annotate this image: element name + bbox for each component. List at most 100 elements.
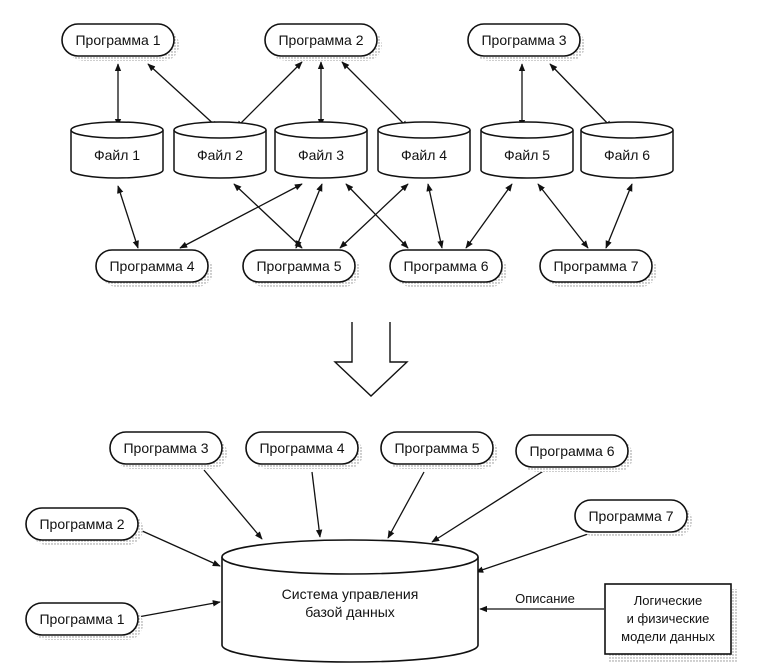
dbms-label-line1: Система управления [282,586,419,602]
link-f4-p6 [426,183,444,249]
program-label: Программа 7 [588,508,673,524]
program-pill [574,499,688,533]
file-label: Файл 5 [504,147,550,163]
program-label: Программа 5 [394,440,479,456]
file-top [580,121,674,139]
link-p2-f2 [235,61,303,129]
link-b3-dbms [203,469,263,540]
file-label: Файл 2 [197,147,243,163]
link-f6-p7 [605,183,633,249]
top-program-p6: Программа 6 [389,249,507,287]
program-label: Программа 5 [256,258,341,274]
program-label: Программа 2 [278,32,363,48]
description-arrow: Описание [479,591,604,613]
link-b1-dbms [137,600,221,618]
file-top [70,121,164,139]
file-top [274,121,368,139]
dbms-cylinder: Система управления базой данных [221,539,479,663]
models-label-line3: модели данных [621,629,715,644]
program-pill [25,602,139,636]
data-models-box: Логические и физические модели данных [604,583,737,663]
bottom-nodes: Программа 1 Программа 2 Программа 3 Програм… [25,431,692,640]
link-b5-dbms [387,471,425,539]
file-top [173,121,267,139]
program-label: Программа 3 [123,440,208,456]
file-top [377,121,471,139]
top-nodes: Файл 1 Файл 2 Файл 3 Файл 4 Файл 5 Файл 6 Прог… [61,23,674,287]
file-body [580,130,674,179]
link-p2-f4 [341,61,409,129]
models-label-line1: Логические [634,593,702,608]
link-f2-p5 [233,183,303,249]
bottom-program-b4: Программа 4 [245,431,363,469]
link-f3-p4 [179,183,303,249]
models-label-line2: и физические [627,611,710,626]
file-label: Файл 6 [604,147,650,163]
file-body [274,130,368,179]
program-pill [380,431,494,465]
link-f5-p6 [465,183,513,249]
program-pill [61,23,175,57]
bottom-program-b6: Программа 6 [515,434,633,472]
program-pill [25,507,139,541]
program-pill [242,249,356,283]
top-program-p5: Программа 5 [242,249,360,287]
program-label: Программа 4 [109,258,194,274]
program-pill [95,249,209,283]
top-connections [114,61,633,249]
top-program-p2: Программа 2 [264,23,382,61]
program-label: Программа 1 [75,32,160,48]
top-program-p3: Программа 3 [467,23,585,61]
file-f1: Файл 1 [70,121,164,179]
file-body [173,130,267,179]
program-pill [539,249,653,283]
program-label: Программа 6 [529,443,614,459]
link-p3-f6 [549,63,613,129]
link-f5-p7 [537,183,589,249]
program-pill [467,23,581,57]
file-label: Файл 4 [401,147,447,163]
top-program-p7: Программа 7 [539,249,657,287]
bottom-connections [137,469,589,618]
file-top [480,121,574,139]
file-label: Файл 1 [94,147,140,163]
program-label: Программа 1 [39,611,124,627]
bottom-program-b5: Программа 5 [380,431,498,469]
file-label: Файл 3 [298,147,344,163]
program-pill [245,431,359,465]
link-f3-p6 [345,183,409,249]
file-f4: Файл 4 [377,121,471,179]
program-pill [515,434,629,468]
file-f5: Файл 5 [480,121,574,179]
transition-arrow [333,322,409,397]
link-b7-dbms [475,533,589,573]
file-f3: Файл 3 [274,121,368,179]
file-body [70,130,164,179]
program-pill [264,23,378,57]
link-b2-dbms [139,529,221,567]
link-b4-dbms [311,471,323,538]
link-p1-f2 [147,63,219,129]
dbms-label-line2: базой данных [305,604,395,620]
program-label: Программа 4 [259,440,344,456]
program-label: Программа 7 [553,258,638,274]
top-program-p1: Программа 1 [61,23,179,61]
link-b6-dbms [431,469,546,543]
file-f6: Файл 6 [580,121,674,179]
bottom-program-b2: Программа 2 [25,507,143,545]
bottom-program-b7: Программа 7 [574,499,692,537]
file-body [480,130,574,179]
top-program-p4: Программа 4 [95,249,213,287]
file-f2: Файл 2 [173,121,267,179]
program-label: Программа 2 [39,516,124,532]
link-f1-p4 [117,185,139,249]
bottom-program-b3: Программа 3 [109,431,227,469]
program-pill [389,249,503,283]
program-label: Программа 3 [481,32,566,48]
bottom-program-b1: Программа 1 [25,602,143,640]
program-pill [109,431,223,465]
program-label: Программа 6 [403,258,488,274]
description-label: Описание [515,591,575,606]
link-f3-p5 [295,183,323,249]
